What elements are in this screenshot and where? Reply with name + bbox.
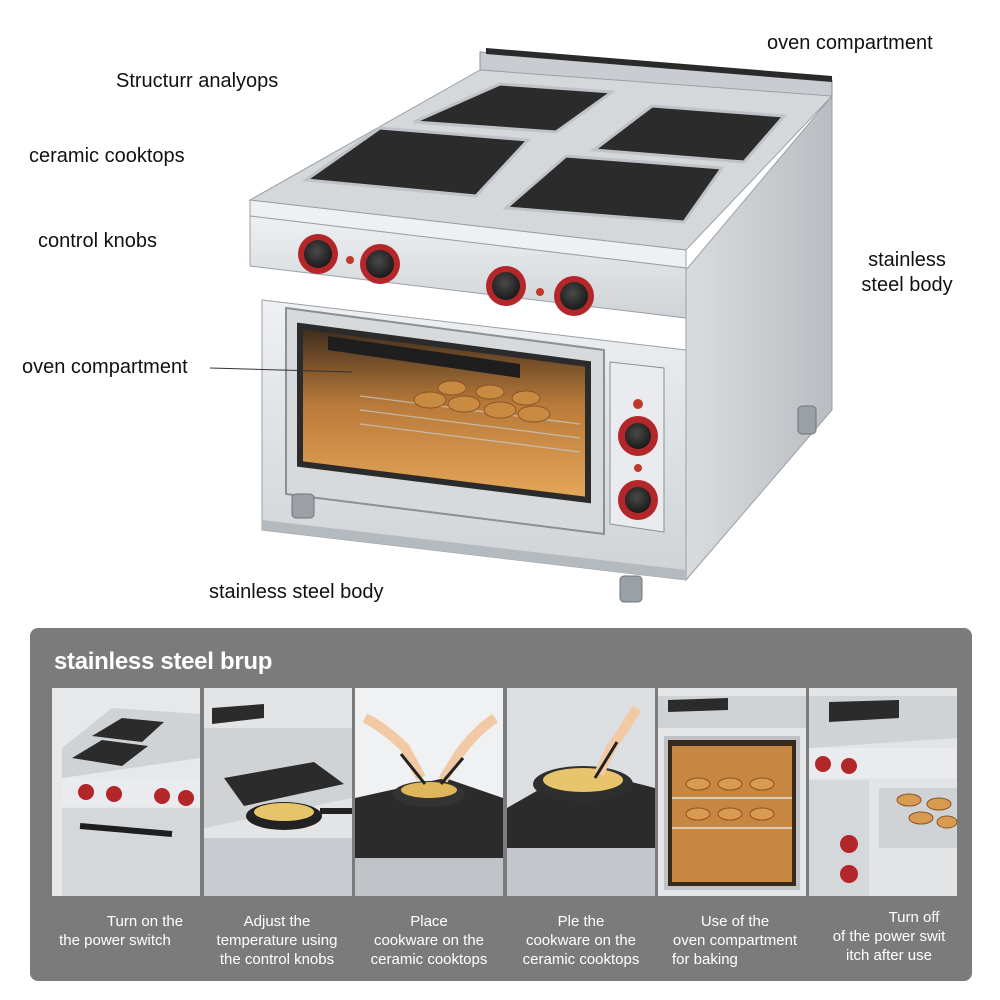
step-2-image [204,688,352,896]
control-knobs [298,234,594,316]
legs [291,405,817,603]
label-oven-compartment-left: oven compartment [22,356,188,378]
oven-door-handle [328,336,520,378]
step-6-line1: Turn off [888,909,940,926]
step-2-line1: Adjust the [243,913,311,930]
steps-panel-title: stainless steel brup [54,648,273,675]
step-1-image [52,688,200,896]
step-4-line2: cookware on the [525,932,637,949]
label-stainless-line2: steel body [861,274,953,296]
step-5-caption: Use of the oven compartment for baking [660,912,810,969]
step-3-line2: cookware on the [373,932,485,949]
step-1-line2: the power switch [59,932,171,949]
oven-knob-top [618,416,658,456]
step-5-line3: for baking [672,951,738,968]
knob-4 [554,276,594,316]
step-2-line2: temperature using [216,932,338,949]
cooktop-back-left [413,82,617,134]
cooktop-front-right [502,154,725,224]
step-5-image [658,688,806,896]
step-2-line3: the control knobs [219,951,335,968]
label-control-knobs: control knobs [38,230,157,252]
step-5-line2: oven compartment [672,932,798,949]
ceramic-cooktops [301,82,788,224]
step-4-caption: Ple the cookware on the ceramic cooktops [506,912,656,969]
label-structure: Structurr analyops [116,70,279,92]
steps-panel: stainless steel brup [30,628,972,981]
knob-3 [486,266,526,306]
step-4-image [507,688,655,896]
step-5-line1: Use of the [700,913,770,930]
step-3-line1: Place [410,913,448,930]
label-oven-compartment-top: oven compartment [767,32,933,54]
step-1-caption: Turn on the the power switch [40,912,190,950]
step-3-line3: ceramic cooktops [370,951,488,968]
step-2-caption: Adjust the temperature using the control… [202,912,352,969]
knob-1 [298,234,338,274]
step-4-line3: ceramic cooktops [522,951,640,968]
knob-2 [360,244,400,284]
label-ceramic-cooktops: ceramic cooktops [29,145,185,167]
cooktop-front-left [301,126,532,198]
label-stainless-steel-body-bottom: stainless steel body [209,581,384,603]
step-6-line3: itch after use [846,947,932,964]
step-6-caption: Turn off of the power swit itch after us… [814,908,964,965]
step-6-line2: of the power swit [832,928,946,945]
step-1-line1: Turn on the [106,913,184,930]
label-stainless-line1: stainless [868,249,946,271]
step-4-line1: Ple the [557,913,605,930]
oven-knob-bottom [618,480,658,520]
step-3-caption: Place cookware on the ceramic cooktops [354,912,504,969]
baked-goods [413,380,551,423]
cooktop-back-right [589,104,788,164]
label-stainless-steel-body-right: stainless steel body [852,248,962,298]
step-6-image [809,688,957,896]
step-3-image [355,688,503,896]
stove-illustration [209,48,834,603]
